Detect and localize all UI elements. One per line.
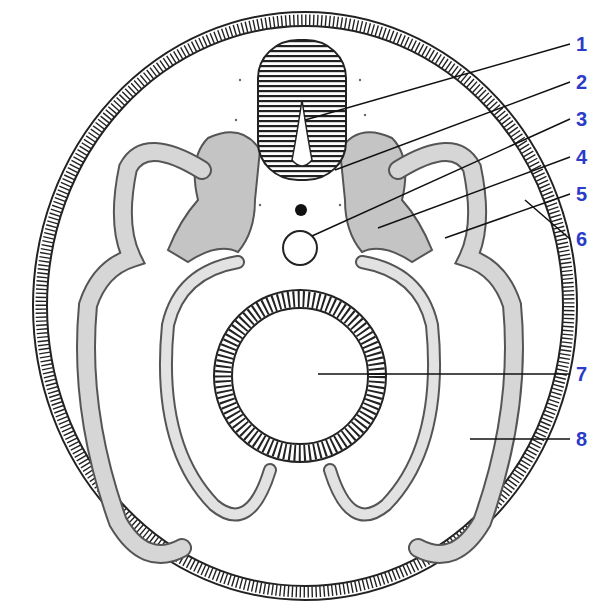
callout-number: 4 bbox=[576, 147, 587, 167]
callout-number: 6 bbox=[576, 229, 587, 249]
callout-number: 7 bbox=[576, 364, 587, 384]
callout-number: 5 bbox=[576, 184, 587, 204]
callout-number: 3 bbox=[576, 109, 587, 129]
callout-number: 1 bbox=[576, 34, 587, 54]
callout-number: 8 bbox=[576, 429, 587, 449]
callout-number: 2 bbox=[576, 72, 587, 92]
